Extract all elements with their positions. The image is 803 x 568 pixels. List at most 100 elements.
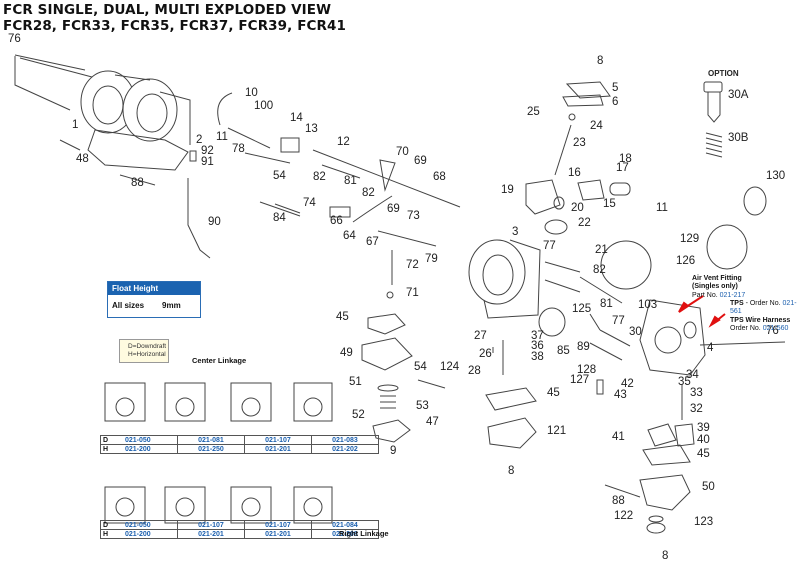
part-label: 127 <box>570 374 590 386</box>
air-vent-subtitle: (Singles only) <box>692 283 738 291</box>
harness-order-number: 021-560 <box>762 325 789 333</box>
part-label: 128 <box>577 364 597 376</box>
part-label: 3 <box>512 226 519 238</box>
part-label: 72 <box>406 259 419 271</box>
part-label: 129 <box>680 233 700 245</box>
part-label: 2 <box>196 134 203 146</box>
legend-horizontal: H=Horizontal <box>128 351 166 359</box>
part-number-cell: 021-201 <box>244 444 312 454</box>
row-key: D <box>100 435 117 445</box>
part-number-cell: 021-107 <box>244 520 312 530</box>
part-label: 90 <box>208 216 221 228</box>
part-label: 71 <box>406 287 419 299</box>
part-label: 21 <box>595 244 608 256</box>
part-label: 36 <box>531 340 544 352</box>
right-linkage-title: Right Linkage <box>339 529 389 538</box>
part-label: 68 <box>433 171 446 183</box>
part-label: 30B <box>728 132 749 144</box>
part-label: 77 <box>543 240 556 252</box>
part-number-cell: 021-050 <box>117 520 178 530</box>
part-label: 74 <box>303 197 316 209</box>
float-height-table: Float Height All sizes 9mm <box>107 281 201 318</box>
option-heading: OPTION <box>708 69 739 78</box>
center-linkage-title: Center Linkage <box>192 356 247 365</box>
page-subtitle: FCR28, FCR33, FCR35, FCR37, FCR39, FCR41 <box>3 18 347 34</box>
part-label: 130 <box>766 170 786 182</box>
callout-arrows <box>678 295 726 328</box>
part-label: 69 <box>414 155 427 167</box>
part-label: 15 <box>603 198 616 210</box>
part-label: 8 <box>508 465 515 477</box>
part-label: 20 <box>571 202 584 214</box>
part-label: 121 <box>547 425 567 437</box>
part-number-cell: 021-107 <box>177 520 245 530</box>
part-label: 82 <box>362 187 375 199</box>
part-label: 18 <box>619 153 632 165</box>
part-label: 30A <box>728 89 749 101</box>
part-label: 25 <box>527 106 540 118</box>
part-label: 40 <box>697 434 710 446</box>
part-label: 45 <box>547 387 560 399</box>
part-number-cell: 021-250 <box>177 444 245 454</box>
part-label: 84 <box>273 212 286 224</box>
part-label: 32 <box>690 403 703 415</box>
part-label: 12 <box>337 136 350 148</box>
part-number-cell: 021-201 <box>177 529 245 539</box>
part-label: 47 <box>426 416 439 428</box>
part-label: 34 <box>686 369 699 381</box>
part-number-cell: 021-201 <box>244 529 312 539</box>
row-key: D <box>100 520 117 530</box>
part-label: 17 <box>616 162 629 174</box>
part-label: 54 <box>273 170 286 182</box>
part-label: 81 <box>600 298 613 310</box>
part-label: 24 <box>590 120 603 132</box>
part-label: 11 <box>656 202 668 214</box>
part-label: 49 <box>340 347 353 359</box>
float-height-value: 9mm <box>162 301 181 310</box>
part-label: 45 <box>336 311 349 323</box>
right-linkage-thumbnails <box>104 486 333 524</box>
harness-order-prefix: Order No. <box>730 325 761 333</box>
part-label: 26 <box>479 348 492 360</box>
tps-harness-title: TPS Wire Harness <box>730 316 791 324</box>
part-label: 124 <box>440 361 460 373</box>
air-vent-title: Air Vent Fitting <box>692 275 742 282</box>
part-label: 122 <box>614 510 634 522</box>
dual-carburetor-assembly <box>80 70 191 171</box>
part-label: 30 <box>629 326 642 338</box>
part-label: 6 <box>612 96 619 108</box>
part-label: 82 <box>313 171 326 183</box>
part-label: 50 <box>702 481 715 493</box>
tps-order-prefix: - Order No. <box>743 300 781 307</box>
part-label: 14 <box>290 112 303 124</box>
part-label: 51 <box>349 376 362 388</box>
part-number-cell: 021-200 <box>117 529 178 539</box>
part-label: 66 <box>330 215 343 227</box>
part-label: 13 <box>305 123 318 135</box>
part-label: 16 <box>568 167 581 179</box>
part-label: 89 <box>577 341 590 353</box>
part-label: 64 <box>343 230 356 242</box>
part-label: 85 <box>557 345 570 357</box>
part-number-cell: 021-107 <box>244 435 312 445</box>
orientation-legend: D=Downdraft H=Horizontal <box>119 339 169 363</box>
part-number-cell: 021-208 <box>311 529 379 539</box>
part-label: 8 <box>597 55 604 67</box>
part-label: 67 <box>366 236 379 248</box>
part-label: 39 <box>697 422 710 434</box>
part-label: 79 <box>425 253 438 265</box>
part-label: 73 <box>407 210 420 222</box>
part-label: 77 <box>612 315 625 327</box>
part-label: 19 <box>501 184 514 196</box>
part-number-cell: 021-200 <box>117 444 178 454</box>
part-label: 69 <box>387 203 400 215</box>
part-label: 100 <box>254 100 274 112</box>
part-label: 9 <box>390 445 397 457</box>
legend-downdraft: D=Downdraft <box>128 343 167 350</box>
